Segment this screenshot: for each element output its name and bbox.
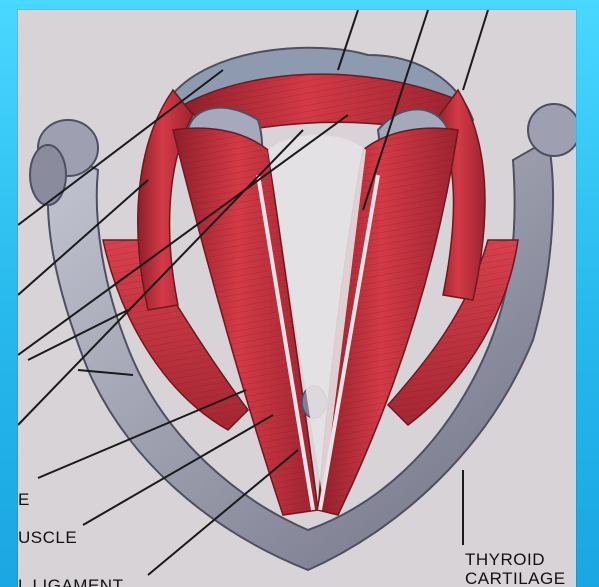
label-cartilage: CARTILAGE [465,570,566,587]
label-e: E [18,491,30,508]
larynx-drawing [18,10,576,587]
label-thyroid: THYROID [465,551,545,568]
label-ligament: L LIGAMENT [18,577,123,587]
anatomy-illustration: E USCLE L LIGAMENT THYROID CARTILAGE [18,10,576,587]
label-muscle: USCLE [18,529,77,546]
